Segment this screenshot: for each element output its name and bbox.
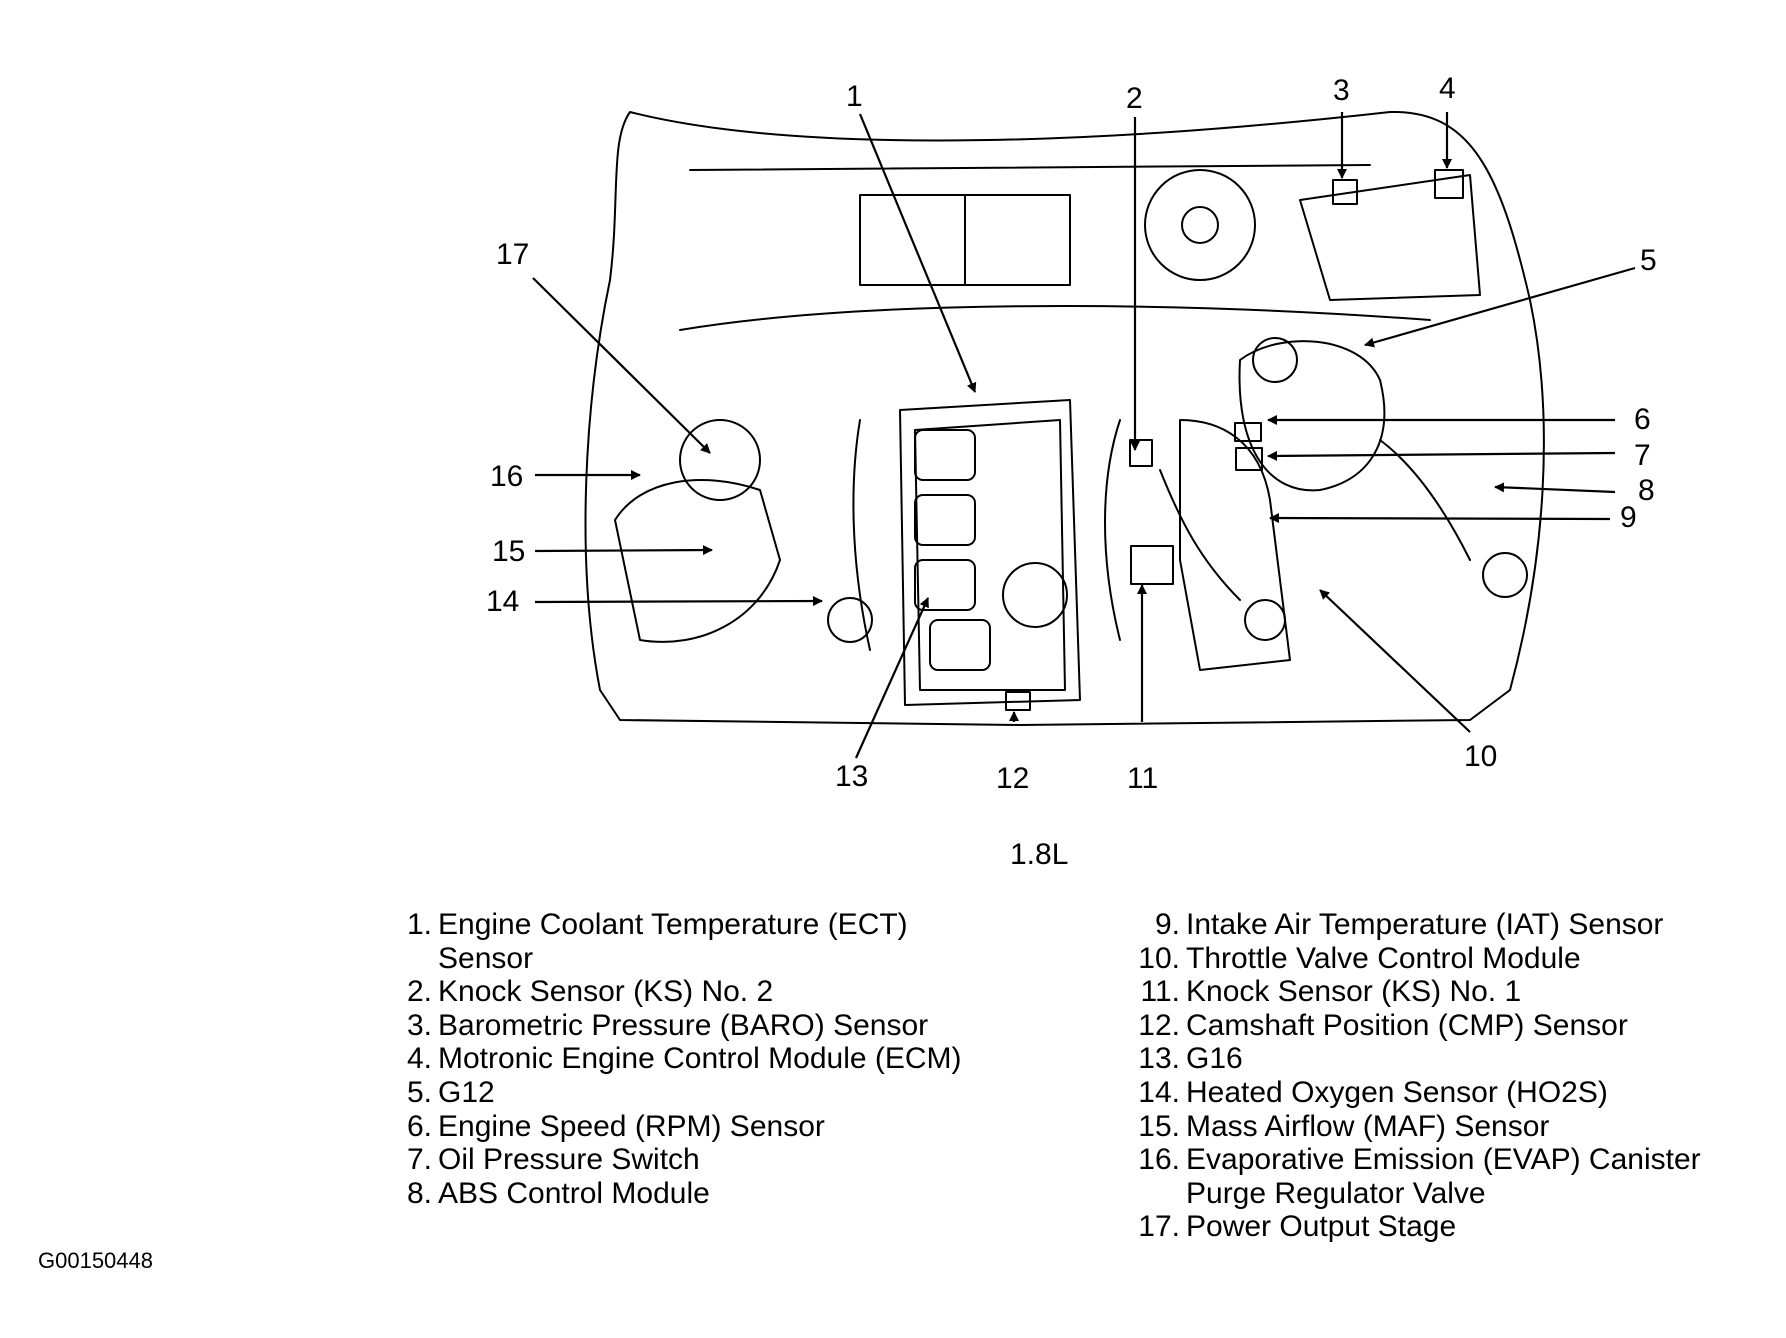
legend-item: 5.G12 <box>390 1076 962 1110</box>
hood-outline <box>584 110 1545 726</box>
legend-item: 11.Knock Sensor (KS) No. 1 <box>1126 975 1701 1009</box>
coil-pack <box>914 559 976 611</box>
legend-number: 8. <box>406 1176 432 1210</box>
callout-3: 3 <box>1333 74 1350 107</box>
callout-6: 6 <box>1634 403 1651 436</box>
legend-item: 6.Engine Speed (RPM) Sensor <box>390 1110 962 1144</box>
legend-item: 16.Evaporative Emission (EVAP) Canister … <box>1126 1143 1701 1210</box>
legend-text: Evaporative Emission (EVAP) Canister Pur… <box>1186 1143 1701 1210</box>
engine-label: 1.8L <box>1010 838 1069 871</box>
legend-item: 9.Intake Air Temperature (IAT) Sensor <box>1126 908 1701 942</box>
legend-text: ABS Control Module <box>438 1176 710 1210</box>
oil-cap <box>1002 562 1068 628</box>
legend-number: 3. <box>406 1008 432 1042</box>
legend-text: Engine Speed (RPM) Sensor <box>438 1109 825 1143</box>
legend-item: 2.Knock Sensor (KS) No. 2 <box>390 975 962 1009</box>
legend-item: 12.Camshaft Position (CMP) Sensor <box>1126 1009 1701 1043</box>
callout-4: 4 <box>1439 72 1456 105</box>
callout-12: 12 <box>996 762 1030 795</box>
legend-item: 8.ABS Control Module <box>390 1177 962 1211</box>
callout-15: 15 <box>492 535 526 568</box>
callout-5: 5 <box>1640 244 1657 277</box>
legend-right: 9.Intake Air Temperature (IAT) Sensor 10… <box>1126 908 1701 1244</box>
callout-16: 16 <box>490 460 524 493</box>
callout-11: 11 <box>1127 762 1159 795</box>
callout-1: 1 <box>846 80 863 113</box>
callout-17: 17 <box>496 238 530 271</box>
legend-number: 17. <box>1138 1210 1180 1244</box>
legend-text: Mass Airflow (MAF) Sensor <box>1186 1109 1550 1143</box>
callout-10: 10 <box>1464 740 1498 773</box>
legend-item: 15.Mass Airflow (MAF) Sensor <box>1126 1110 1701 1144</box>
legend-item: 14.Heated Oxygen Sensor (HO2S) <box>1126 1076 1701 1110</box>
callout-2: 2 <box>1126 82 1143 115</box>
legend-item: 1.Engine Coolant Temperature (ECT) Senso… <box>390 908 962 975</box>
legend-text: Power Output Stage <box>1186 1210 1457 1244</box>
legend-item: 17.Power Output Stage <box>1126 1210 1701 1244</box>
maf-sensor <box>679 419 761 501</box>
legend-item: 10.Throttle Valve Control Module <box>1126 942 1701 976</box>
callout-7: 7 <box>1634 439 1651 472</box>
legend-text: Knock Sensor (KS) No. 1 <box>1186 975 1522 1009</box>
legend-text: Engine Coolant Temperature (ECT) Sensor <box>438 908 908 975</box>
legend-number: 9. <box>1154 908 1180 941</box>
legend-text: Knock Sensor (KS) No. 2 <box>438 975 774 1009</box>
legend-text: Heated Oxygen Sensor (HO2S) <box>1186 1075 1608 1109</box>
coolant-reservoir <box>1238 340 1386 492</box>
callout-14: 14 <box>486 585 520 618</box>
ecm-box <box>1299 174 1481 301</box>
legend-text: G16 <box>1186 1042 1243 1076</box>
valve-cover <box>899 399 1081 706</box>
legend-number: 16. <box>1138 1143 1180 1177</box>
callout-13: 13 <box>835 760 869 793</box>
legend-item: 7.Oil Pressure Switch <box>390 1143 962 1177</box>
brake-booster <box>1144 169 1256 281</box>
figure-id: G00150448 <box>38 1248 153 1273</box>
legend-left: 1.Engine Coolant Temperature (ECT) Senso… <box>390 908 962 1210</box>
legend-number: 1. <box>406 908 432 941</box>
callout-9: 9 <box>1620 501 1637 534</box>
legend-text: Throttle Valve Control Module <box>1186 941 1581 975</box>
legend-number: 5. <box>406 1075 432 1109</box>
legend-number: 15. <box>1138 1109 1180 1143</box>
legend-text: Camshaft Position (CMP) Sensor <box>1186 1008 1628 1042</box>
legend-number: 13. <box>1138 1042 1180 1076</box>
legend-number: 10. <box>1138 941 1180 975</box>
air-box <box>614 479 781 643</box>
callout-8: 8 <box>1638 474 1655 507</box>
coil-pack <box>914 494 976 546</box>
legend-number: 7. <box>406 1143 432 1177</box>
legend-text: Barometric Pressure (BARO) Sensor <box>438 1008 929 1042</box>
legend-text: Oil Pressure Switch <box>438 1143 700 1177</box>
legend-text: Intake Air Temperature (IAT) Sensor <box>1186 908 1664 941</box>
coil-pack <box>929 619 991 671</box>
intake-manifold <box>1179 419 1291 671</box>
legend-number: 14. <box>1138 1075 1180 1109</box>
legend-number: 4. <box>406 1042 432 1076</box>
legend-item: 13.G16 <box>1126 1042 1701 1076</box>
legend-number: 11. <box>1140 975 1180 1009</box>
legend-text: G12 <box>438 1075 495 1109</box>
legend-item: 4.Motronic Engine Control Module (ECM) <box>390 1042 962 1076</box>
engine-bay-diagram <box>532 110 1636 759</box>
legend-item: 3.Barometric Pressure (BARO) Sensor <box>390 1009 962 1043</box>
legend-number: 6. <box>406 1109 432 1143</box>
coil-pack <box>914 429 976 481</box>
legend-text: Motronic Engine Control Module (ECM) <box>438 1042 962 1076</box>
legend-number: 12. <box>1138 1008 1180 1042</box>
legend-number: 2. <box>406 975 432 1009</box>
